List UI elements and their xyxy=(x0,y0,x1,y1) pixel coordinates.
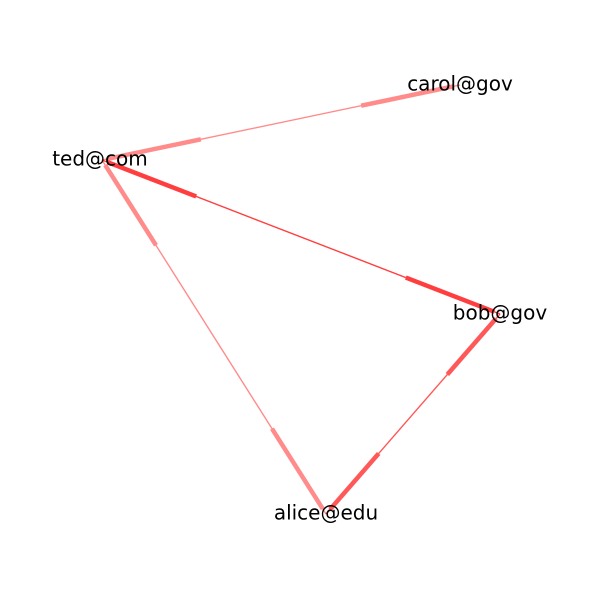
node-label-ted: ted@com xyxy=(52,147,148,171)
edge-line xyxy=(101,159,327,515)
node-label-carol: carol@gov xyxy=(407,72,513,96)
node-label-bob: bob@gov xyxy=(453,301,548,325)
edge-head-thick xyxy=(270,427,325,511)
edge-ted-bob xyxy=(101,159,501,315)
edge-head-thick xyxy=(404,275,496,314)
node-layer: carol@gov ted@com bob@gov alice@edu xyxy=(52,72,547,525)
edge-tail-thick xyxy=(106,160,198,199)
edge-ted-alice xyxy=(101,159,327,515)
edge-tail-thick xyxy=(107,137,202,161)
edge-layer xyxy=(101,84,501,515)
edge-head-thick xyxy=(328,451,381,511)
node-label-alice: alice@edu xyxy=(274,501,378,525)
edge-bob-alice xyxy=(325,313,501,515)
edge-line xyxy=(101,84,461,161)
edge-tail-thick xyxy=(103,163,158,247)
edge-tail-thick xyxy=(445,317,498,377)
edge-ted-carol xyxy=(101,84,461,161)
edge-head-thick xyxy=(360,84,455,108)
